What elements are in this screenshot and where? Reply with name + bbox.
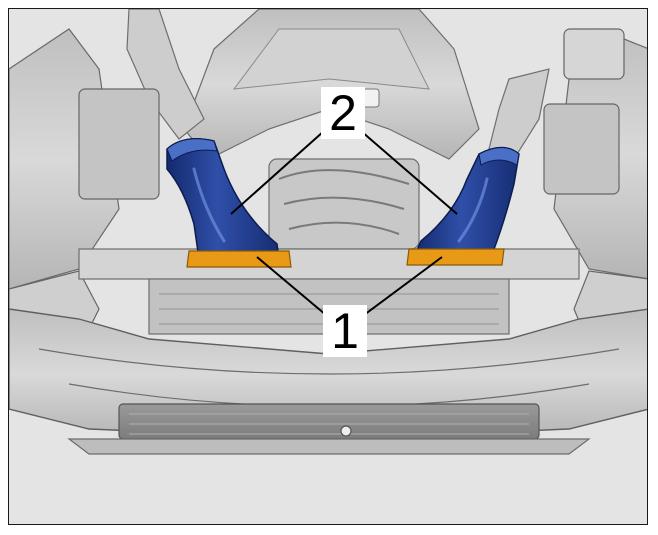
- left-module: [78, 88, 160, 200]
- leader-line-1-left: [256, 256, 327, 316]
- right-duct-highlight: [457, 177, 489, 243]
- right-module: [543, 103, 620, 195]
- right-reservoir: [563, 28, 625, 80]
- left-seal: [186, 250, 292, 268]
- leader-line-1-right: [363, 256, 443, 316]
- callout-label-2: 2: [321, 87, 365, 139]
- bumper-upper-edge: [38, 348, 620, 375]
- right-seal: [406, 248, 505, 266]
- left-duct-highlight: [192, 167, 226, 243]
- under-tray: [67, 438, 591, 455]
- leader-line-2-left: [230, 130, 325, 215]
- callout-label-1: 1: [323, 305, 367, 357]
- diagram-frame: 2 1: [8, 8, 648, 525]
- leader-line-2-right: [360, 130, 458, 215]
- harness-lines: [278, 169, 410, 235]
- wiring-harness: [268, 158, 420, 250]
- left-duct-rim: [166, 138, 218, 162]
- engine-cover-ridge: [232, 28, 430, 90]
- grille-slats: [129, 413, 529, 435]
- left-intake-tube: [126, 9, 205, 140]
- tow-hook-cover: [340, 425, 352, 437]
- right-duct-rim: [478, 147, 520, 166]
